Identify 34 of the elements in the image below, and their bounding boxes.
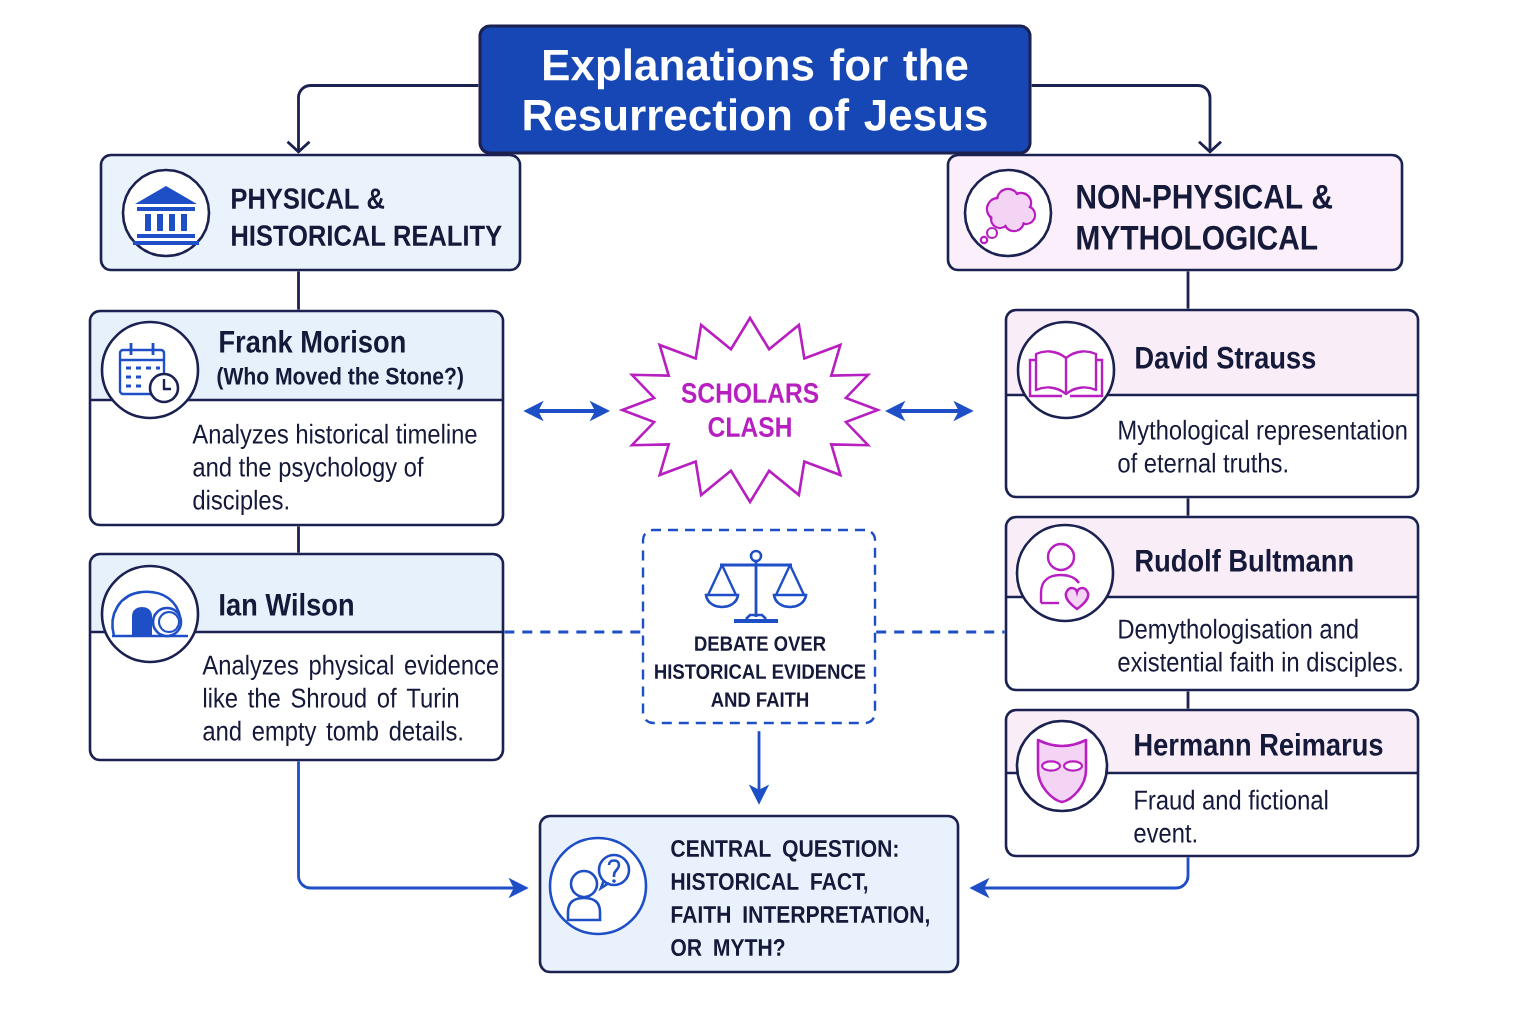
box-label: DEBATE OVER HISTORICAL EVIDENCE AND FAITH (655, 636, 866, 707)
scholar-card (1004, 308, 1420, 499)
scholar-name: Frank Morison (220, 329, 405, 353)
scholar-card (1004, 515, 1420, 692)
scholar-name: David Strauss (1136, 345, 1316, 369)
book-title: (Who Moved the Stone?) (217, 367, 463, 390)
arrow (286, 84, 479, 154)
description: Mythological representation of eternal truths. (1118, 419, 1407, 473)
description: Analyzes historical timeline and the psychology of disciples. (192, 423, 477, 515)
description: Analyzes physical evidence like the Shroud of Turin and empty tomb details. (202, 654, 499, 746)
question-text: CENTRAL QUESTION: HISTORICAL FACT, FAITH INTERPRETATION, OR MYTH? (671, 840, 929, 956)
dashed-box (641, 528, 877, 725)
category-box (946, 153, 1404, 272)
arrow (1031, 84, 1222, 154)
description: Demythologisation and existential faith in disciples. (1118, 618, 1402, 677)
scholar-name: Ian Wilson (220, 592, 353, 616)
scholar-card (88, 552, 505, 762)
category-heading: PHYSICAL & HISTORICAL REALITY (232, 188, 502, 246)
description: Fraud and fictional event. (1134, 789, 1328, 843)
connector-line (297, 526, 300, 553)
scholar-name: Rudolf Bultmann (1136, 548, 1353, 572)
connector-line (1186, 498, 1190, 516)
category-heading: NON-PHYSICAL & MYTHOLOGICAL (1077, 184, 1333, 250)
question-box (538, 814, 960, 974)
category-box (99, 153, 522, 272)
scholar-card (1004, 708, 1420, 858)
connector-line (1186, 271, 1190, 309)
dashed-line (504, 630, 642, 634)
scholar-card (88, 309, 505, 527)
dashed-line (876, 630, 1005, 634)
connector-line (297, 271, 300, 310)
title-box: Explanations for the Resurrection of Jesus (478, 24, 1032, 155)
connector-line (1186, 691, 1190, 709)
scholar-name: Hermann Reimarus (1135, 732, 1383, 756)
